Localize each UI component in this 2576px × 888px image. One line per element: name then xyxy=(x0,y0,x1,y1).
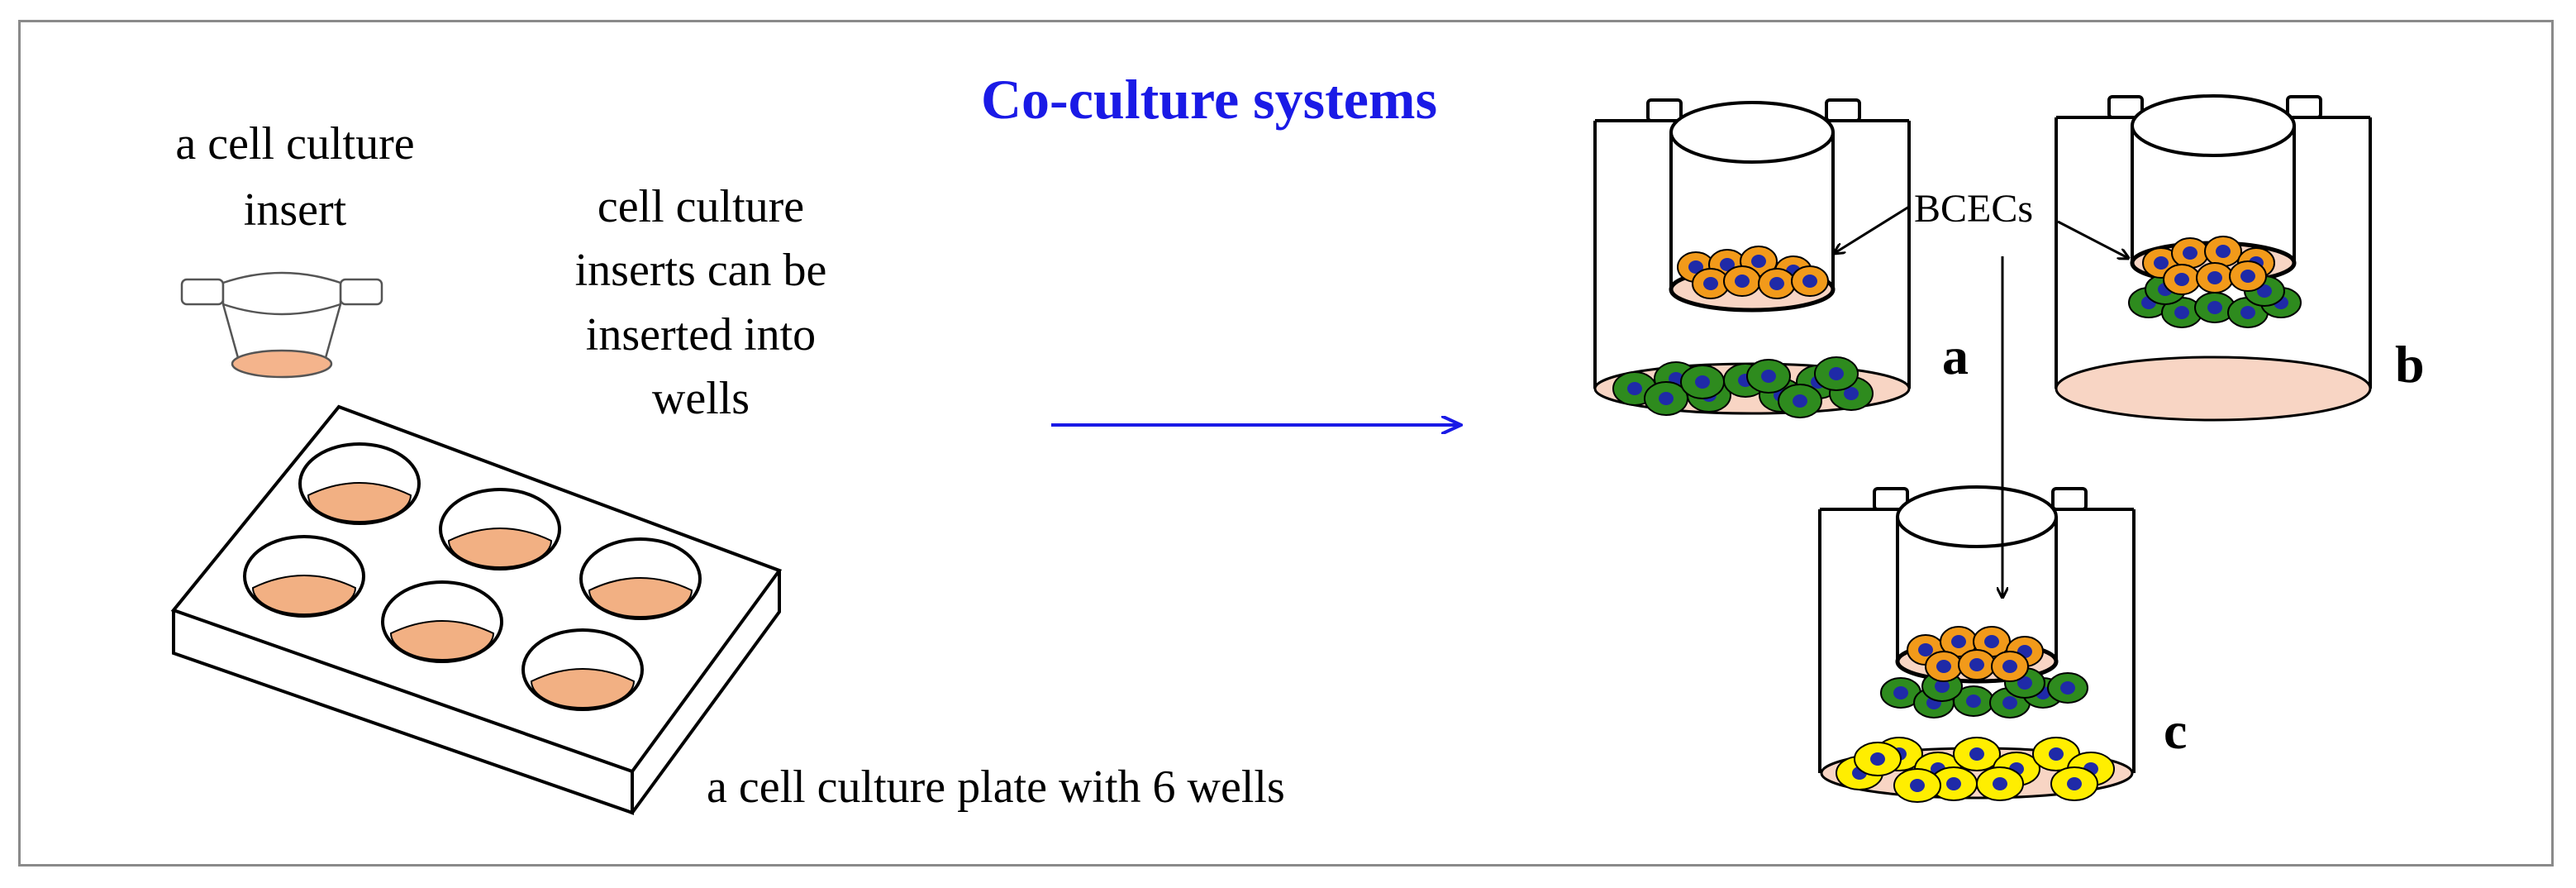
astrocyte-layer-b xyxy=(2128,274,2302,328)
panel-b-label: b xyxy=(2395,335,2425,394)
pericyte-cell xyxy=(1953,737,2001,771)
well xyxy=(298,442,421,525)
astrocyte-cell xyxy=(1778,384,1822,418)
inserted-label-line-2: inserts can be xyxy=(575,245,827,296)
panel-a-label: a xyxy=(1942,327,1969,385)
bcec-cell xyxy=(2196,262,2234,294)
plate-wells xyxy=(243,442,702,711)
inserted-label-line-4: wells xyxy=(652,373,750,424)
pericyte-cell xyxy=(2050,766,2098,801)
insert-label-line-2: insert xyxy=(244,184,347,236)
inserted-label-line-3: inserted into xyxy=(586,309,816,360)
well xyxy=(439,488,561,571)
astrocyte-cell xyxy=(1880,677,1921,709)
bcec-cell xyxy=(1991,651,2029,682)
title: Co-culture systems xyxy=(981,68,1437,131)
bcec-cell xyxy=(2163,264,2201,295)
bcec-cell xyxy=(1973,626,2011,657)
panel-c-label: c xyxy=(2164,701,2187,760)
astrocyte-layer-c xyxy=(1880,667,2088,719)
well xyxy=(243,535,365,618)
bcecs-arrow-a xyxy=(1835,205,1910,253)
pericyte-cell xyxy=(1854,742,1902,776)
plate-label: a cell culture plate with 6 wells xyxy=(707,761,1285,813)
figure-frame xyxy=(18,20,2554,867)
bcec-cell xyxy=(1925,651,1963,682)
bcecs-label: BCECs xyxy=(1914,187,2033,231)
bcec-cell xyxy=(1791,265,1829,297)
bcec-layer-a xyxy=(1677,246,1829,299)
well xyxy=(521,628,644,711)
astrocyte-cell xyxy=(1644,381,1688,416)
bcec-cell xyxy=(2229,260,2267,292)
bcec-cell xyxy=(1692,268,1730,299)
bcec-cell xyxy=(1958,649,1996,680)
well xyxy=(579,537,702,620)
astrocyte-cell xyxy=(1953,685,1994,717)
inserted-label-line-1: cell culture xyxy=(598,181,804,232)
pericyte-cell xyxy=(1893,768,1941,803)
bcec-cell xyxy=(1723,265,1761,297)
bcec-cell xyxy=(2204,236,2242,267)
bcec-cell xyxy=(2171,237,2209,269)
astrocyte-cell xyxy=(2047,672,2088,704)
astrocyte-layer-a xyxy=(1612,356,1874,418)
astrocyte-cell xyxy=(1746,359,1791,394)
cell-culture-insert xyxy=(180,271,383,379)
pericyte-cell xyxy=(1976,766,2024,801)
astrocyte-cell xyxy=(1814,356,1859,391)
astrocyte-cell xyxy=(1680,365,1725,399)
insert-label-line-1: a cell culture xyxy=(175,118,414,169)
bcecs-arrow-b xyxy=(2057,220,2128,258)
well xyxy=(381,580,503,663)
bcec-cell xyxy=(1940,626,1978,657)
bcec-layer-c xyxy=(1907,626,2044,682)
bcec-layer-b xyxy=(2142,236,2275,295)
pericyte-layer-c xyxy=(1836,737,2115,803)
bcec-cell xyxy=(1758,268,1796,299)
